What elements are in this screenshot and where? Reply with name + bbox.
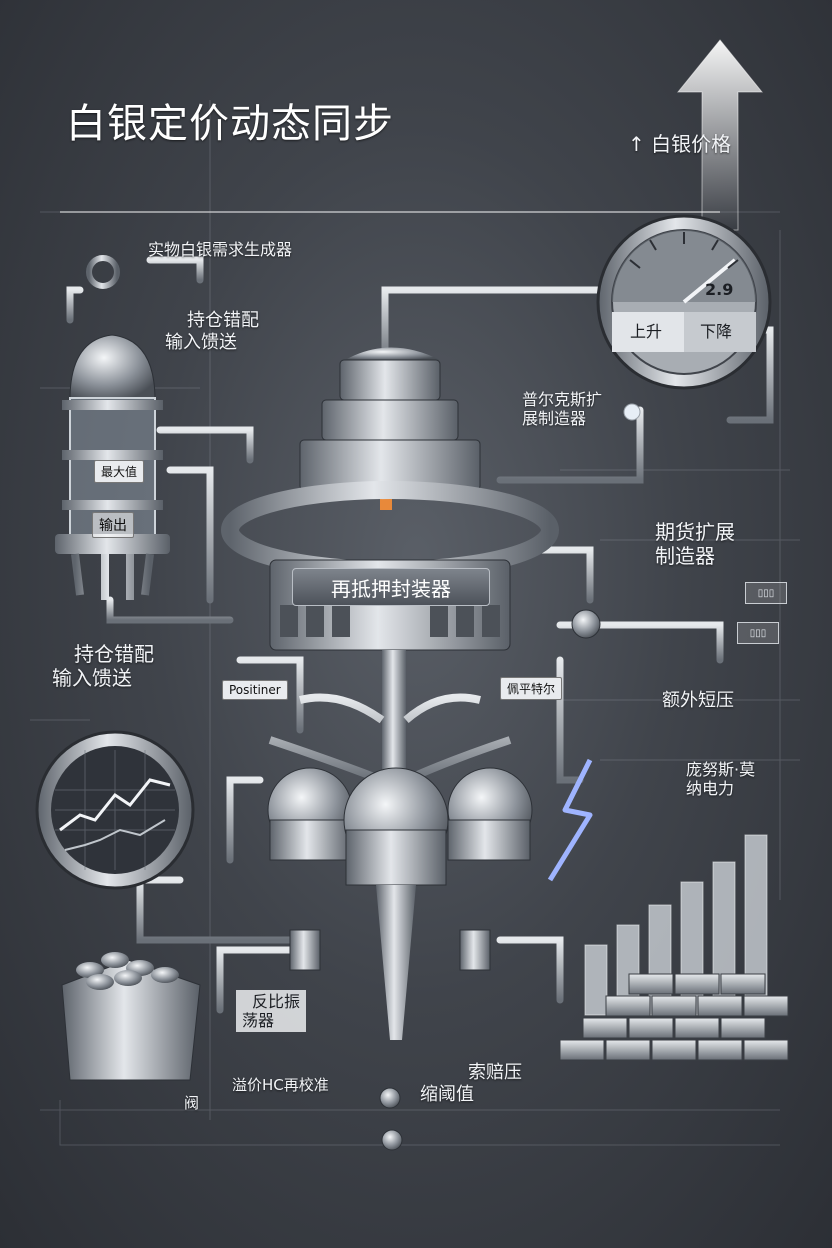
label-futures-expansion: 期货扩展 制造器 — [655, 520, 735, 568]
pressure-gauge-icon — [596, 214, 772, 390]
side-valve-icon — [571, 609, 601, 639]
label-pulkus-expansion: 普尔克斯扩 展制造器 — [522, 390, 603, 429]
lightning-icon — [547, 758, 593, 882]
gauge-down-label: 下降 — [700, 322, 733, 341]
side-panel-icon: ▯▯▯ — [745, 582, 787, 604]
chart-monitor-icon — [35, 730, 195, 890]
label-position-mismatch-top: 持仓错配 输入馈送 — [165, 310, 259, 353]
label-physical-demand: 实物白银需求生成器 — [148, 240, 293, 259]
tag-max-value: 最大值 — [94, 460, 145, 483]
gauge-up-label: 上升 — [630, 322, 663, 341]
tag-output: 输出 — [92, 512, 134, 538]
silver-bars-icon — [559, 973, 789, 1061]
tag-positiner: Positiner — [222, 680, 288, 700]
side-panel-icon: ▯▯▯ — [737, 622, 779, 644]
rehypothecation-banner: 再抵押封装器 — [292, 568, 490, 606]
page-title: 白银定价动态同步 — [66, 101, 394, 147]
bottom-valve-icon — [381, 1129, 403, 1151]
label-premium-recalibration: 溢价HC再校准 阀 — [184, 1076, 329, 1112]
up-small-arrow-icon: ↑ — [628, 132, 645, 156]
bottom-node-icon — [379, 1087, 401, 1109]
indicator-bulb-icon — [623, 403, 641, 421]
ore-bin-icon — [61, 952, 201, 1081]
gauge-reading: 2.9 — [705, 280, 734, 299]
label-position-mismatch-left: 持仓错配 输入馈送 — [52, 642, 154, 690]
label-claim-threshold: 索赔压 缩阈值 — [420, 1062, 522, 1105]
price-label: 白银价格 — [651, 132, 732, 156]
tag-pieter: 佩平特尔 — [500, 677, 563, 700]
price-indicator: ↑ 白银价格 — [628, 132, 731, 156]
label-ponzi-power: 庞努斯·莫 纳电力 — [686, 760, 756, 799]
valve-wheel-icon — [86, 255, 120, 289]
pipe-network — [66, 256, 774, 1014]
label-oscillator: 反比振 荡器 — [236, 990, 307, 1033]
label-extra-short: 额外短压 — [662, 690, 734, 711]
